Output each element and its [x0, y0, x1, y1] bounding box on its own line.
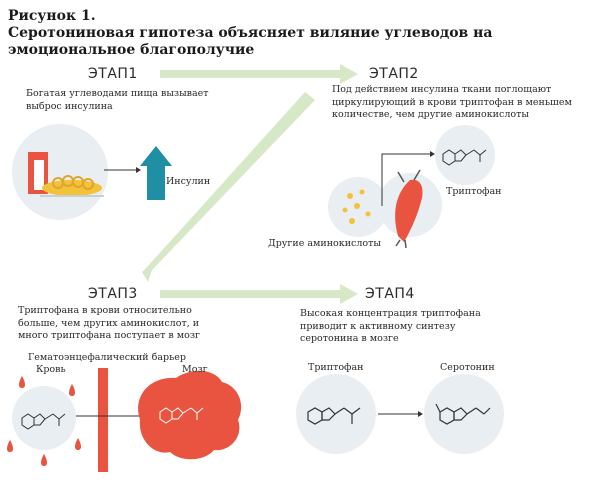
stage2-text-line: количестве, чем другие аминокислоты	[332, 109, 529, 120]
food-illustration	[12, 124, 108, 220]
tryptophan-label-s4: Триптофан	[308, 362, 364, 373]
stage2-text: Под действием инсулина ткани поглощают ц…	[332, 84, 596, 122]
brain-icon	[138, 370, 242, 460]
tryptophan-structure-s3	[21, 413, 66, 430]
stage3-label: ЭТАП3	[88, 286, 138, 302]
arrow-to-tryptophan	[381, 153, 430, 206]
figure-title-line1: Серотониновая гипотеза объясняет виляние…	[8, 25, 493, 41]
tryptophan-structure-s2	[442, 149, 487, 166]
stage4-text: Высокая концентрация триптофана приводит…	[300, 308, 530, 346]
blood-label: Кровь	[36, 364, 66, 375]
stage1-label: ЭТАП1	[88, 66, 138, 82]
blood-brain-barrier	[98, 368, 108, 472]
stage3-text-line: Триптофана в крови относительно	[18, 305, 192, 316]
stage3-text: Триптофана в крови относительно больше, …	[18, 305, 248, 343]
amino-acid-dots	[342, 189, 371, 224]
stage4-label: ЭТАП4	[365, 286, 415, 302]
other-amino-acids-label: Другие аминокислоты	[268, 238, 381, 249]
stage1-text-line: Богатая углеводами пища вызывает	[26, 88, 209, 99]
stage2-label: ЭТАП2	[369, 66, 419, 82]
stage1-text: Богатая углеводами пища вызывает выброс …	[26, 88, 236, 113]
serotonin-label: Серотонин	[440, 362, 495, 373]
arrow-stage1-to-stage2	[160, 64, 358, 84]
arrow-stage2-to-stage3	[142, 92, 315, 282]
stage1-text-line: выброс инсулина	[26, 100, 113, 112]
tryptophan-label-s2: Триптофан	[446, 186, 502, 197]
figure-title-line2: эмоциональное благополучие	[8, 42, 255, 58]
flow-arrows	[142, 64, 358, 304]
stage2-text-line: Под действием инсулина ткани поглощают	[332, 84, 552, 95]
insulin-up-arrow	[140, 146, 172, 200]
stage4-text-line: приводит к активному синтезу	[300, 320, 456, 332]
stage4-text-line: Высокая концентрация триптофана	[300, 308, 481, 319]
tryptophan-structure-s4	[307, 407, 361, 425]
serotonin-circle	[424, 374, 504, 454]
stage2-text-line: циркулирующий в крови триптофан в меньше…	[332, 96, 572, 108]
figure-title: Рисунок 1. Серотониновая гипотеза объясн…	[8, 8, 568, 59]
serotonin-structure	[435, 403, 491, 425]
bbb-label: Гематоэнцефалический барьер	[28, 352, 186, 363]
insulin-label: Инсулин	[166, 176, 211, 187]
blood-drops	[7, 376, 81, 466]
stage4-text-line: серотонина в мозге	[300, 333, 399, 344]
tryptophan-circle-s2	[435, 125, 495, 185]
tryptophan-structure-brain	[159, 407, 204, 424]
stage3-text-line: много триптофана поступает в мозг	[18, 330, 200, 341]
stage3-text-line: больше, чем других аминокислот, и	[18, 317, 200, 329]
brain-label: Мозг	[182, 364, 208, 375]
muscle-icon	[395, 179, 423, 242]
arrow-stage3-to-stage4	[160, 284, 358, 304]
figure-label: Рисунок 1.	[8, 8, 96, 24]
